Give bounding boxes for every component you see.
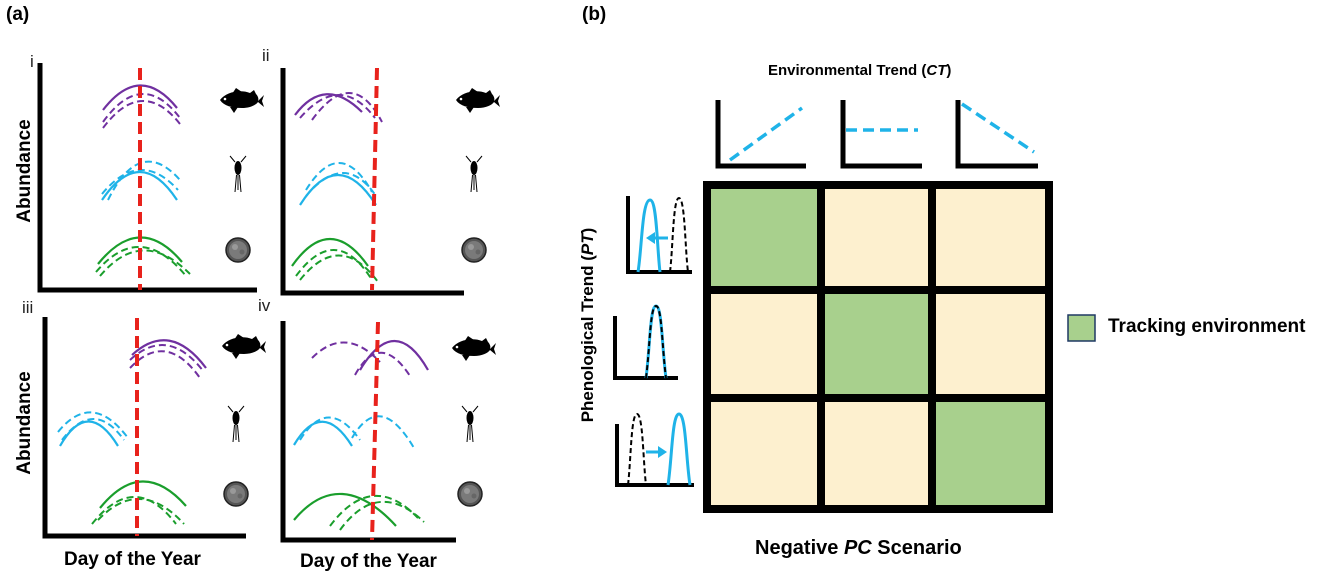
subpanel-iii [42,317,266,539]
subpanel-i-label: i [30,52,34,71]
pheno-trend-earlier [626,196,692,274]
x-axis-label-left: Day of the Year [64,549,201,570]
legend-swatch [1067,314,1096,342]
grid-cell-r1c3 [932,188,1046,290]
environmental-trend-suffix: ) [946,62,952,79]
grid-cell-r3c1 [710,398,821,506]
subpanel-i [37,63,264,293]
env-trend-increasing [715,100,806,169]
x-axis-label-right: Day of the Year [300,551,437,572]
subpanel-iv [280,321,496,543]
subpanel-ii [280,67,500,296]
pheno-trend-later [615,412,694,487]
grid-cell-r2c3 [932,290,1046,398]
scenario-prefix: Negative [755,537,844,559]
environmental-trend-title: Environmental Trend (CT) [768,62,951,79]
panel-a-label: (a) [6,4,30,25]
grid-cell-r2c2 [821,290,932,398]
grid-cell-r2c1 [710,290,821,398]
scenario-abbr: PC [843,537,872,559]
environmental-trend-prefix: Environmental Trend ( [768,62,927,79]
grid-cell-r1c1 [710,188,821,290]
panel-b-label: (b) [582,4,607,25]
env-trend-decreasing [955,100,1038,169]
subpanel-iii-label: iii [22,298,34,317]
pheno-trend-none [613,304,678,380]
grid-cell-r3c3 [932,398,1046,506]
scenario-grid [703,181,1053,513]
grid-cell-r1c2 [821,188,932,290]
subpanel-iv-label: iv [258,296,271,315]
env-trend-flat [840,100,922,169]
legend-label: Tracking environment [1108,316,1306,337]
environmental-trend-abbr: CT [926,62,947,79]
scenario-title: Negative PC Scenario [755,537,962,560]
scenario-suffix: Scenario [871,537,962,559]
grid-cell-r3c2 [821,398,932,506]
subpanel-ii-label: ii [262,46,270,65]
